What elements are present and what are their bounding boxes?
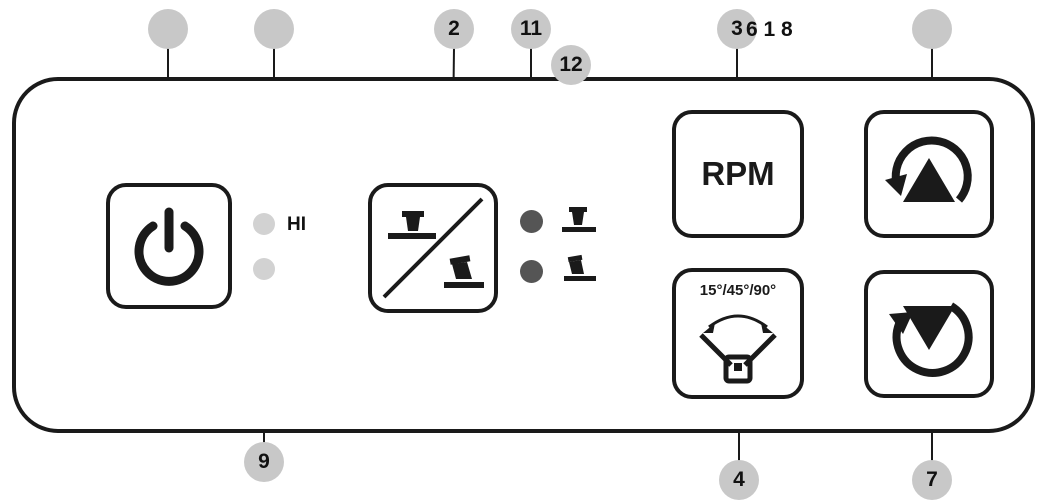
power-icon <box>134 207 204 286</box>
roller-mode-toggle-icon <box>382 197 484 299</box>
callout-rpm-extra: 6 1 8 <box>746 18 793 41</box>
mode-toggle-button[interactable] <box>368 183 498 313</box>
rotate-down-button[interactable] <box>864 270 994 398</box>
lower-indicator-led <box>253 258 275 280</box>
rotate-down-arrow-icon <box>889 302 973 377</box>
rotate-up-button[interactable] <box>864 110 994 238</box>
upper-roller-led <box>520 210 543 233</box>
callout-up <box>912 9 952 49</box>
angle-sweep-icon <box>699 314 777 384</box>
callout-rpm: 3 <box>717 9 757 49</box>
callout-hi-led <box>254 9 294 49</box>
rpm-button[interactable]: RPM <box>672 110 804 238</box>
lower-roller-led <box>520 260 543 283</box>
callout-down: 7 <box>912 460 952 500</box>
callout-power <box>148 9 188 49</box>
callout-lower-led: 9 <box>244 442 284 482</box>
hi-indicator-led <box>253 213 275 235</box>
hi-label: HI <box>287 214 306 235</box>
callout-led-lower: 12 <box>551 45 591 85</box>
callout-mode: 2 <box>434 9 474 49</box>
angle-options-label: 15°/45°/90° <box>699 282 777 299</box>
upper-roller-icon <box>562 207 596 232</box>
callout-led-upper: 11 <box>511 9 551 49</box>
angle-select-button[interactable]: 15°/45°/90° <box>672 268 804 399</box>
power-button[interactable] <box>106 183 232 309</box>
rotate-up-arrow-icon <box>885 136 972 203</box>
callout-angle: 4 <box>719 460 759 500</box>
rpm-label: RPM <box>701 155 775 192</box>
tilted-roller-icon <box>564 254 596 281</box>
